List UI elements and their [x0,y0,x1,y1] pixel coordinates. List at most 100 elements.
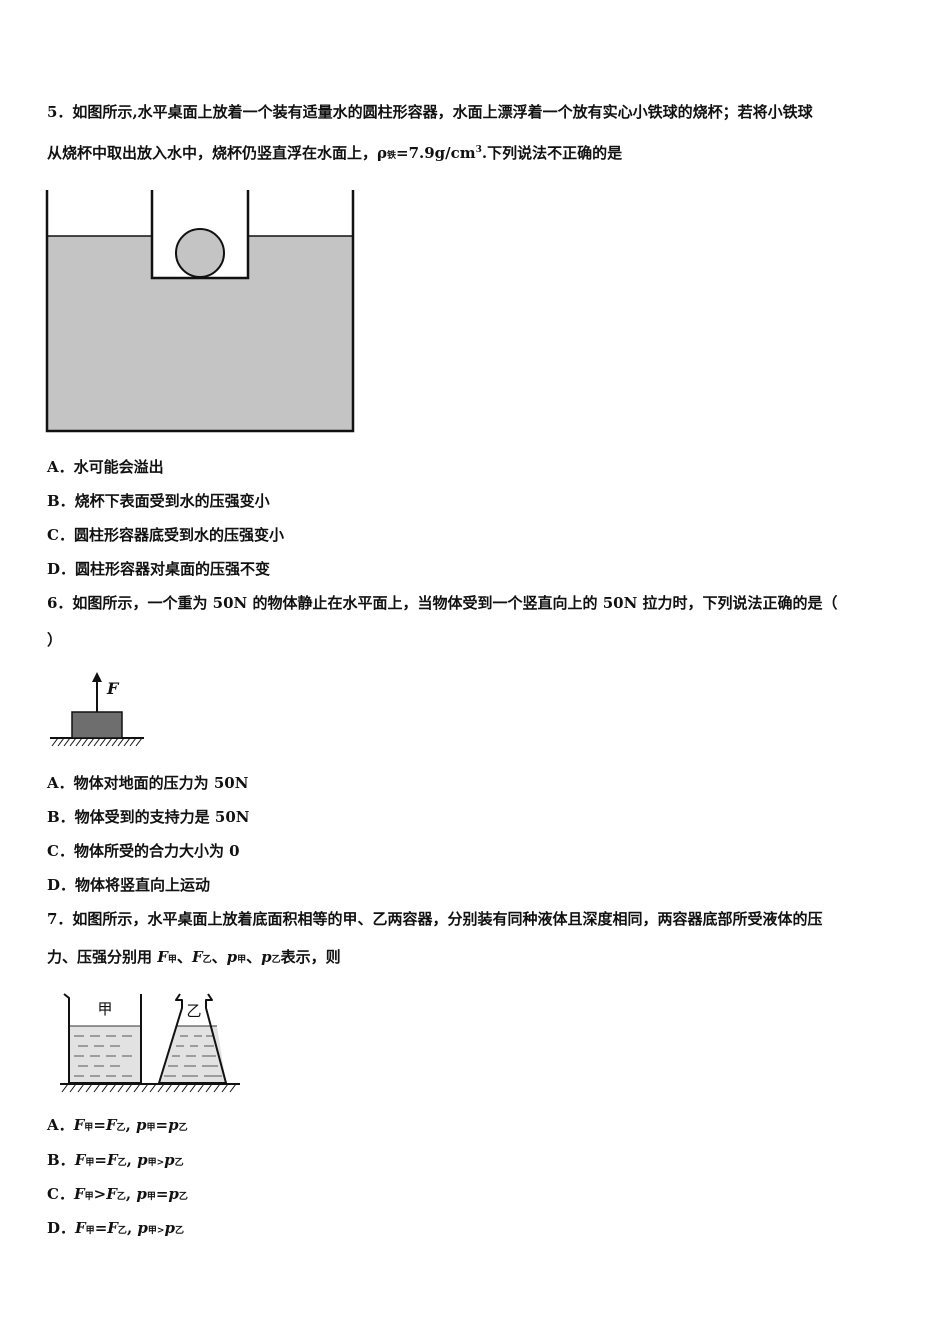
q7-containers-figure: 甲 乙 [60,993,240,1093]
sub-yi: 乙 [117,1226,127,1236]
sub-jia: 甲 [85,1158,95,1168]
cylinder-container [45,190,355,433]
option-letter: C． [47,1185,74,1203]
q6-stem-line1: 6．如图所示，一个重为 50N 的物体静止在水平面上，当物体受到一个竖直向上的 … [47,594,838,612]
relation-1: = [94,1151,107,1169]
symbol-p: p [136,1185,147,1203]
option-letter: A． [47,1116,74,1134]
option-letter: D． [47,1219,76,1237]
q7-stem-line1: 7．如图所示，水平桌面上放着底面积相等的甲、乙两容器，分别装有同种液体且深度相同… [47,910,823,928]
relation-2: > [156,1158,165,1168]
q7-option-a[interactable]: A．F甲=F乙, p甲=p乙 [47,1115,188,1138]
label-jia: 甲 [97,1000,112,1018]
iron-ball [175,228,225,278]
q6-stem-line2: ） [47,631,63,649]
comma: , [126,1219,138,1237]
sub-yi: 乙 [202,955,212,965]
table-hatch [61,1083,237,1093]
sub-jia: 甲 [85,1226,95,1236]
q5-option-a[interactable]: A．水可能会溢出 [47,458,164,476]
relation-1: > [93,1185,107,1203]
sub-jia: 甲 [146,1192,156,1202]
comma: , [125,1185,137,1203]
sub-yi: 乙 [117,1158,127,1168]
q5-stem-text: 从烧杯中取出放入水中，烧杯仍竖直浮在水面上，ρ [47,144,387,162]
sub-jia: 甲 [147,1158,157,1168]
unit-exponent: 3 [475,145,482,155]
symbol-F: F [73,1116,85,1134]
sub-yi: 乙 [178,1192,188,1202]
sub-yi: 乙 [116,1192,126,1202]
relation-1: = [93,1116,106,1134]
symbol-F: F [191,948,203,966]
symbol-F: F [107,1219,118,1237]
separator: 、 [176,948,192,966]
separator: 、 [246,948,262,966]
arrow-head-icon [92,672,102,682]
rho-subscript: 铁 [386,151,396,161]
q5-option-c[interactable]: C．圆柱形容器底受到水的压强变小 [47,526,284,544]
q6-option-d[interactable]: D．物体将竖直向上运动 [47,876,211,894]
symbol-p: p [136,1116,147,1134]
symbol-F: F [75,1219,86,1237]
q7-stem-tail: 表示，则 [280,948,341,966]
relation-2: = [155,1185,169,1203]
container-yi [158,993,227,1084]
symbol-p: p [164,1219,175,1237]
symbol-p: p [226,948,238,966]
symbol-F: F [157,948,168,966]
relation-1: = [94,1219,108,1237]
q6-option-b[interactable]: B．物体受到的支持力是 50N [47,808,250,826]
sub-jia: 甲 [84,1123,94,1133]
q6-option-a[interactable]: A．物体对地面的压力为 50N [47,774,249,792]
symbol-F: F [105,1116,117,1134]
ground-hatch [51,737,143,747]
symbol-p: p [164,1151,175,1169]
q5-option-d[interactable]: D．圆柱形容器对桌面的压强不变 [47,560,271,578]
symbol-F: F [74,1151,86,1169]
sub-yi: 乙 [174,1158,184,1168]
block [71,711,123,739]
q7-stem-text: 力、压强分别用 [47,948,153,966]
q5-container-figure [45,190,355,433]
q7-stem-line2: 力、压强分别用 F甲、F乙、p甲、p乙表示，则 [47,947,341,970]
sub-yi: 乙 [178,1123,188,1133]
comma: , [125,1116,137,1134]
sub-jia: 甲 [167,955,177,965]
symbol-p: p [261,948,272,966]
q5-stem-line2: 从烧杯中取出放入水中，烧杯仍竖直浮在水面上，ρ铁=7.9g/cm3.下列说法不正… [47,140,622,166]
q7-option-b[interactable]: B．F甲=F乙, p甲>p乙 [47,1150,184,1173]
sub-yi: 乙 [271,955,281,965]
symbol-F: F [73,1185,85,1203]
sub-jia: 甲 [84,1192,94,1202]
sub-yi: 乙 [116,1123,126,1133]
sub-jia: 甲 [146,1123,156,1133]
label-yi: 乙 [186,1002,201,1020]
water [48,236,352,430]
liquid-dashes-jia [74,1035,132,1077]
container-jia [63,993,142,1084]
sub-jia: 甲 [147,1226,157,1236]
q7-option-c[interactable]: C．F甲>F乙, p甲=p乙 [47,1184,188,1207]
symbol-p: p [168,1116,179,1134]
liquid-yi [159,1026,226,1083]
sub-yi: 乙 [174,1226,184,1236]
force-label: F [106,679,120,698]
symbol-p: p [168,1185,179,1203]
symbol-p: p [137,1219,148,1237]
symbol-F: F [106,1151,118,1169]
q5-stem-tail: .下列说法不正确的是 [481,144,623,162]
q7-option-d[interactable]: D．F甲=F乙, p甲>p乙 [47,1218,184,1241]
q5-option-b[interactable]: B．烧杯下表面受到水的压强变小 [47,492,270,510]
symbol-F: F [106,1185,117,1203]
separator: 、 [211,948,227,966]
sub-jia: 甲 [237,955,247,965]
q5-density-value: =7.9g/cm [396,144,476,162]
comma: , [126,1151,138,1169]
liquid-jia [69,1026,141,1083]
q5-stem-line1: 5．如图所示,水平桌面上放着一个装有适量水的圆柱形容器，水面上漂浮着一个放有实心… [47,103,813,121]
relation-2: > [156,1226,165,1236]
q6-block-figure: F [50,672,144,747]
option-letter: B． [47,1151,75,1169]
q6-option-c[interactable]: C．物体所受的合力大小为 0 [47,842,240,860]
